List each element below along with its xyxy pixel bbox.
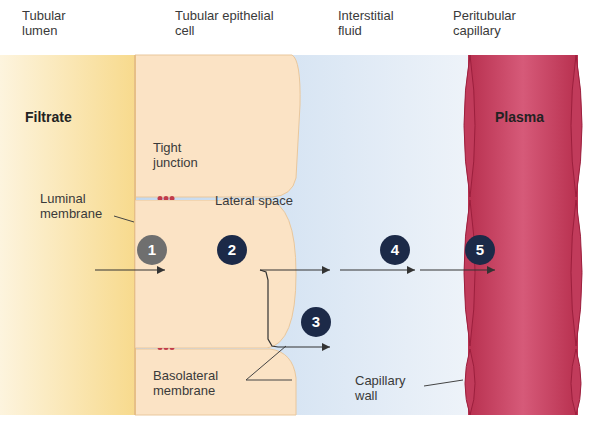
flow-arrow (260, 269, 330, 270)
epithelial-cell-shape (135, 349, 296, 415)
callout-number: 5 (465, 235, 495, 265)
capillary-wall-segments (464, 55, 582, 415)
part-label: Lateral space (215, 193, 325, 208)
lumen-fill (0, 55, 140, 415)
epithelial-cell: Tubular epithelial cell (135, 200, 297, 348)
interstitial-fill (135, 55, 470, 415)
callout-number: 4 (380, 235, 410, 265)
lumen-region: Tubular lumenFiltrate (0, 55, 135, 415)
part-label: Basolateral membrane (153, 368, 243, 398)
callout-number: 3 (301, 307, 331, 337)
part-label: Luminal membrane (40, 191, 115, 221)
region-content: Filtrate (25, 110, 125, 125)
flow-arrow (260, 270, 330, 347)
callout-number: 2 (217, 235, 247, 265)
cell-outline (135, 200, 297, 348)
region-heading: Peritubular capillary (453, 8, 543, 38)
epithelial-cell-shape (135, 55, 300, 197)
flow-arrow (420, 269, 495, 270)
interstitial-region: Interstitial fluid (297, 55, 462, 415)
region-content: Plasma (495, 110, 575, 125)
region-heading: Tubular epithelial cell (175, 8, 275, 38)
region-heading: Interstitial fluid (338, 8, 418, 38)
region-heading: Tubular lumen (22, 8, 102, 38)
flow-arrow (95, 269, 165, 270)
callout-number: 1 (137, 235, 167, 265)
part-label: Capillary wall (355, 373, 420, 403)
part-label: Tight junction (153, 140, 223, 170)
